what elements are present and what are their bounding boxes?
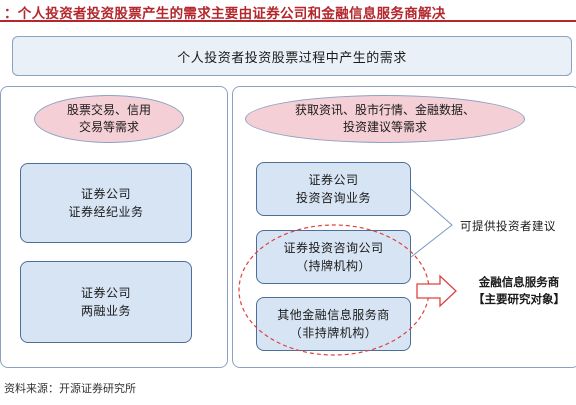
unlicensed-card-line-2: （非持牌机构） bbox=[289, 326, 378, 340]
bracket-connector bbox=[410, 188, 453, 258]
right-arrow-icon bbox=[416, 274, 457, 308]
advice-label: 可提供投资者建议 bbox=[460, 219, 556, 233]
brokerage-card: 证券公司 证券经纪业务 bbox=[20, 163, 192, 243]
left-demand-ellipse: 股票交易、信用 交易等需求 bbox=[34, 95, 184, 143]
licensed-advisory-card: 证券投资咨询公司 （持牌机构） bbox=[256, 230, 411, 284]
unlicensed-provider-card: 其他金融信息服务商 （非持牌机构） bbox=[256, 297, 411, 351]
margin-card-line-2: 两融业务 bbox=[80, 304, 131, 318]
margin-financing-card: 证券公司 两融业务 bbox=[20, 261, 192, 343]
right-ellipse-line-2: 投资建议等需求 bbox=[342, 120, 427, 134]
left-ellipse-line-2: 交易等需求 bbox=[78, 120, 139, 134]
right-ellipse-line-1: 获取资讯、股市行情、金融数据、 bbox=[294, 103, 475, 117]
right-demand-ellipse: 获取资讯、股市行情、金融数据、 投资建议等需求 bbox=[245, 95, 525, 143]
advisory-card-line-1: 证券公司 bbox=[308, 173, 359, 187]
unlicensed-card-line-1: 其他金融信息服务商 bbox=[277, 308, 390, 322]
left-ellipse-line-1: 股票交易、信用 bbox=[66, 103, 151, 117]
target-line-1: 金融信息服务商 bbox=[478, 275, 560, 289]
licensed-card-line-2: （持牌机构） bbox=[295, 259, 371, 273]
brokerage-card-line-1: 证券公司 bbox=[80, 187, 131, 201]
advisory-card-line-2: 投资咨询业务 bbox=[295, 191, 371, 205]
advisory-business-card: 证券公司 投资咨询业务 bbox=[256, 162, 411, 216]
source-note: 资料来源：开源证券研究所 bbox=[4, 382, 136, 395]
title-bar bbox=[0, 0, 576, 22]
licensed-card-line-1: 证券投资咨询公司 bbox=[283, 241, 384, 255]
page-title: ：个人投资者投资股票产生的需求主要由证券公司和金融信息服务商解决 bbox=[4, 6, 446, 22]
research-target-label: 金融信息服务商 【主要研究对象】 bbox=[462, 274, 576, 308]
diagram-header-text: 个人投资者投资股票过程中产生的需求 bbox=[177, 50, 407, 66]
dashed-group-ellipse bbox=[238, 224, 430, 356]
margin-card-line-1: 证券公司 bbox=[80, 286, 131, 300]
target-line-2: 【主要研究对象】 bbox=[473, 292, 565, 306]
diagram-header: 个人投资者投资股票过程中产生的需求 bbox=[12, 36, 572, 76]
brokerage-card-line-2: 证券经纪业务 bbox=[68, 205, 144, 219]
